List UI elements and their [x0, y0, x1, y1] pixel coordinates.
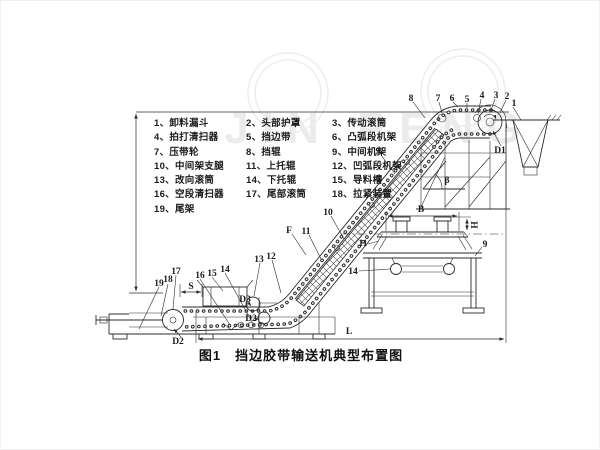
lower-idler-roller — [390, 263, 402, 275]
legend-item: 16、空段清扫器 — [154, 189, 224, 201]
return-roller — [247, 321, 255, 329]
parts-legend: 1、卸料漏斗 2、头部护罩 3、传动滚筒 4、拍打清扫器 5、挡边带 6、凸弧段… — [154, 117, 444, 217]
bend-pulley-lower — [257, 311, 271, 325]
press-wheel — [437, 113, 447, 123]
head-assembly — [416, 104, 562, 210]
beater-cleaner — [473, 114, 481, 122]
legend-item: 17、尾部滚筒 — [246, 189, 307, 201]
callout-4: 4 — [480, 91, 485, 101]
tail-assembly — [95, 279, 336, 340]
callout-14-section: 14 — [348, 267, 358, 277]
legend-item: 12、凹弧段机架 — [332, 160, 402, 172]
discharge-hopper — [493, 114, 562, 176]
sidewall-cleat — [392, 216, 411, 222]
callout-6: 6 — [450, 94, 455, 104]
legend-item: 15、导料槽 — [332, 175, 383, 187]
return-roller — [237, 321, 245, 329]
callout-D2-bend: D2 — [245, 314, 257, 324]
callout-7: 7 — [436, 94, 441, 104]
callout-11-incline: 11 — [302, 227, 311, 237]
idler-roller — [369, 202, 375, 208]
legend-item: 14、下托辊 — [246, 175, 297, 187]
callout-14-tail: 14 — [220, 265, 230, 275]
callout-3: 3 — [494, 91, 499, 101]
callout-H: H — [468, 221, 478, 229]
callout-12: 12 — [266, 252, 276, 262]
callout-D1: D1 — [494, 146, 506, 156]
drive-pulley — [477, 109, 503, 135]
legend-item: 19、尾架 — [154, 203, 195, 215]
callout-8: 8 — [409, 94, 414, 104]
figure-number: 图1 — [198, 348, 222, 363]
legend-item: 2、头部护罩 — [246, 118, 301, 129]
idler-roller — [334, 245, 340, 251]
callout-beta: β — [444, 176, 449, 186]
callout-D2-tail: D2 — [172, 337, 184, 347]
legend-item: 9、中间机架 — [332, 146, 387, 158]
callout-18: 18 — [163, 275, 173, 285]
legend-item: 13、改向滚筒 — [154, 175, 215, 187]
callout-9-section: 9 — [483, 240, 488, 250]
callout-D3: D3 — [239, 295, 251, 305]
conveyor-incline — [178, 105, 493, 332]
leader-lines — [138, 98, 522, 330]
figure-caption: 图1 挡边胶带输送机典型布置图 — [1, 345, 599, 364]
figure-title: 挡边胶带输送机典型布置图 — [235, 348, 404, 363]
callout-1: 1 — [512, 99, 517, 109]
concave-transition — [245, 296, 320, 334]
callout-13: 13 — [254, 255, 264, 265]
callout-S: S — [188, 282, 193, 292]
legend-item: 11、上托辊 — [246, 160, 296, 172]
idler-roller — [404, 159, 410, 165]
dim-label-L: L — [346, 327, 352, 337]
incline-truss — [295, 128, 445, 307]
bend-pulley-upper — [245, 296, 261, 312]
lower-idler-roller — [443, 263, 455, 275]
head-guard — [474, 104, 508, 129]
callout-15: 15 — [207, 269, 217, 279]
legend-item: 18、拉紧装置 — [332, 189, 393, 201]
callout-5: 5 — [465, 95, 470, 105]
callout-19: 19 — [154, 279, 164, 289]
rotation-arrow — [483, 114, 497, 120]
legend-item: 6、凸弧段机架 — [332, 132, 397, 144]
legend-item: 1、卸料漏斗 — [154, 118, 209, 129]
callout-2: 2 — [505, 92, 510, 102]
legend-item: 7、压带轮 — [154, 146, 199, 158]
callout-F: F — [286, 226, 292, 236]
legend-item: 10、中间架支腿 — [154, 160, 224, 172]
callout-17: 17 — [171, 267, 181, 277]
tail-pulley — [162, 309, 184, 331]
callouts: 8 7 6 5 4 3 2 1 D1 9 10 F 11 13 12 19 18… — [154, 91, 516, 347]
legend-item: 3、传动滚筒 — [332, 118, 387, 129]
cross-section-view — [341, 212, 505, 314]
callout-10: 10 — [323, 208, 333, 218]
v-plough-cleaner — [222, 322, 240, 331]
legend-item: 8、挡辊 — [246, 146, 281, 158]
angle-beta — [422, 160, 465, 190]
sidewall-cleat — [433, 216, 452, 222]
callout-B: B — [418, 205, 425, 215]
callout-16: 16 — [195, 271, 205, 281]
loading-chute — [196, 279, 254, 307]
callout-11-section: 11 — [359, 239, 368, 249]
legend-item: 5、挡边带 — [246, 132, 291, 144]
return-roller — [257, 321, 265, 329]
callout-9-incline: 9 — [376, 147, 381, 157]
legend-item: 4、拍打清扫器 — [154, 132, 219, 144]
